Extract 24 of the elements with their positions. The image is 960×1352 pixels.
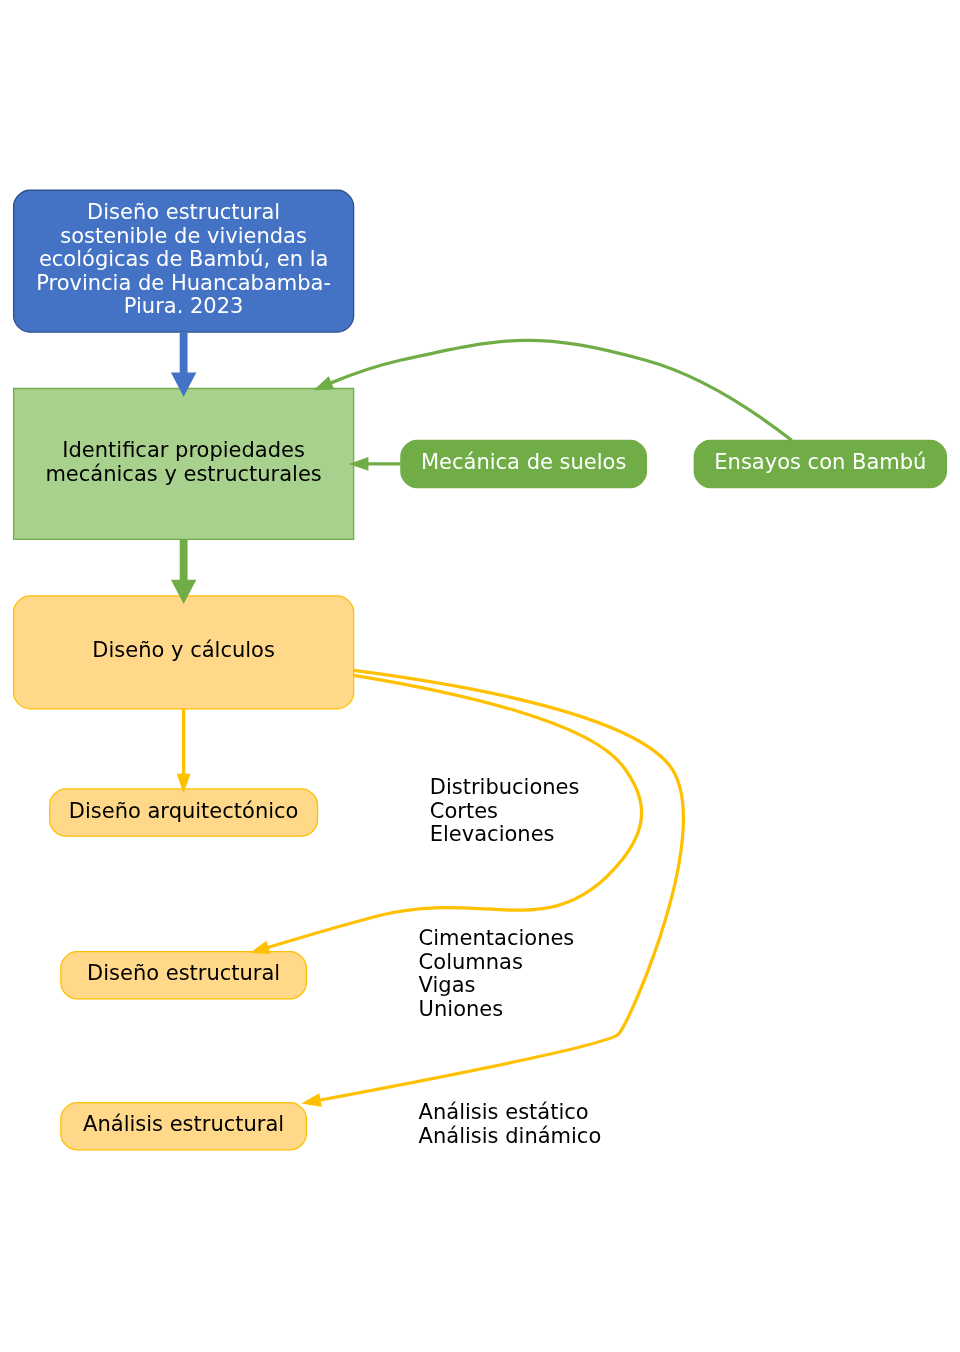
node-box: Identificar propiedades mecánicas y estructurales: [12, 387, 355, 541]
node-label: Columnas: [418, 949, 523, 974]
node-box: Mecánica de suelos: [400, 439, 648, 489]
node-label: Uniones: [418, 996, 504, 1021]
node-label: Cortes: [429, 798, 499, 823]
arrow: [249, 673, 644, 954]
node-box: Ensayos con Bambú: [693, 439, 948, 489]
node-box: Diseño estructural: [60, 951, 308, 1000]
arrow: [170, 539, 197, 604]
arrow: [313, 338, 793, 442]
node-label: Análisis estático: [418, 1100, 589, 1125]
node-box: Diseño arquitectónico: [49, 788, 319, 837]
node-box: Diseño estructural sostenible de viviendas ecológicas de Bambú, en la Provincia de Huancabamba- Piura. 2023: [12, 189, 355, 333]
arrow: [348, 457, 401, 471]
node-label: Cimentaciones: [418, 925, 575, 950]
node-label: Vigas: [418, 973, 476, 998]
node-box: Análisis estructural: [60, 1102, 308, 1151]
arrow: [301, 668, 685, 1107]
node-box: Diseño y cálculos: [12, 595, 355, 710]
node-label: Análisis dinámico: [418, 1124, 602, 1149]
node-label: Distribuciones: [429, 774, 580, 799]
arrow: [170, 332, 197, 397]
arrow: [176, 709, 191, 794]
node-label: Elevaciones: [429, 822, 555, 847]
